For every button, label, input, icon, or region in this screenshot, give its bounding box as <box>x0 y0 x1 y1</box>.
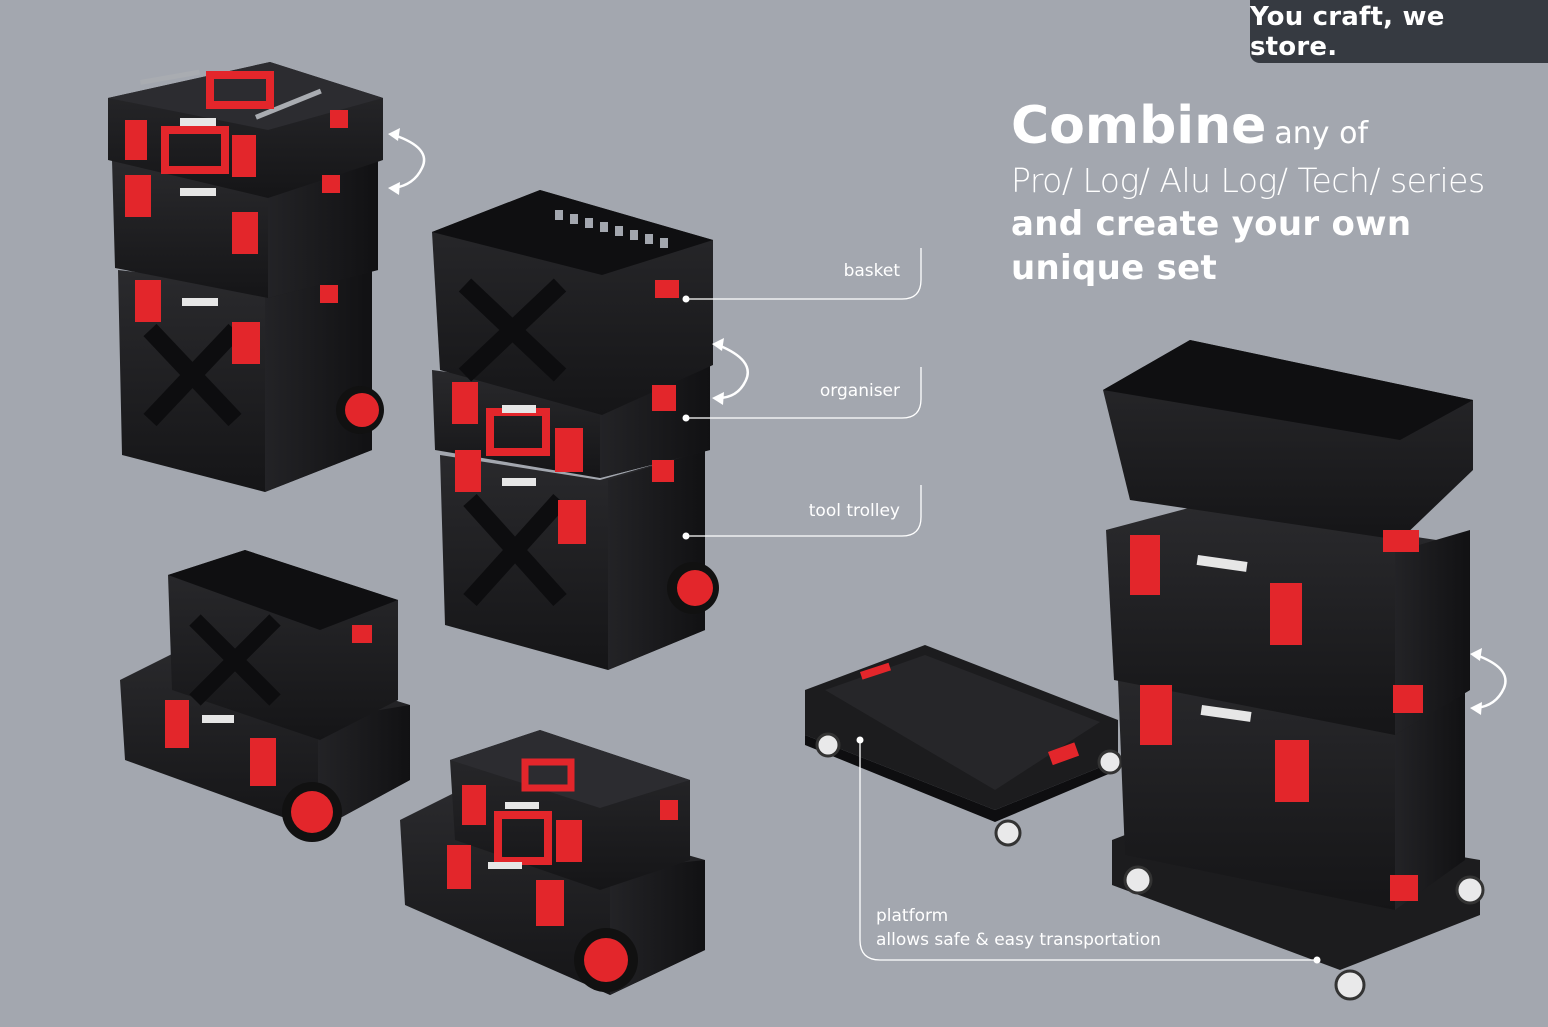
stack-basket-on-wide-trolley <box>120 550 410 842</box>
slogan-text: You craft, we store. <box>1250 1 1445 62</box>
headline-series: Pro/ Log/ Alu Log/ Tech/ series <box>1011 161 1485 200</box>
slogan-tab: You craft, we store. <box>1250 0 1548 63</box>
platform-dolly <box>805 645 1123 847</box>
stack-toolbox-on-wide-trolley <box>400 730 705 995</box>
stack-basket-organiser-trolley <box>432 190 719 670</box>
stack-toolbox-organiser-trolley <box>108 62 384 492</box>
headline-line-4: unique set <box>1011 248 1218 288</box>
headline-line-3: and create your own <box>1011 204 1412 244</box>
headline-any-of: any of <box>1274 116 1369 151</box>
headline-combine: Combine <box>1011 96 1267 156</box>
stack-crate-two-boxes-on-platform <box>1103 340 1485 1001</box>
